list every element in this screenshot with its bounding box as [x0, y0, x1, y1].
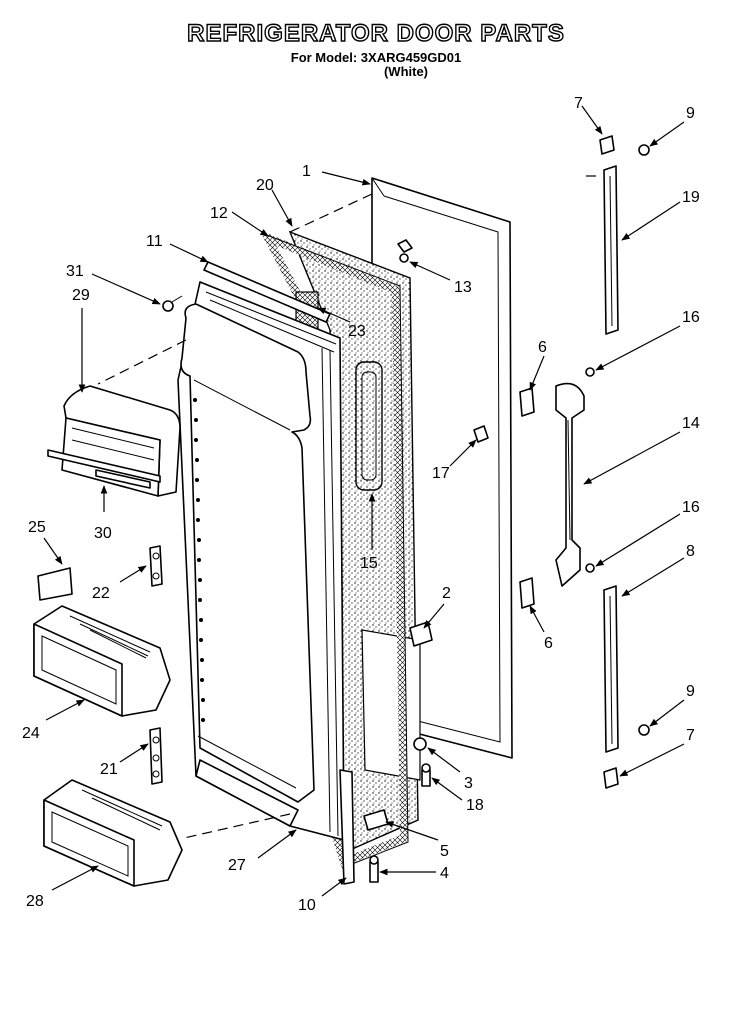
callout-7-top: 7	[574, 95, 583, 112]
callout-7-bottom: 7	[686, 727, 695, 744]
callout-31: 31	[66, 263, 84, 280]
callout-16-top: 16	[682, 309, 700, 326]
color-line: (White)	[383, 64, 429, 79]
callout-23: 23	[348, 323, 366, 340]
callout-27: 27	[228, 857, 246, 874]
callout-6-bottom: 6	[544, 635, 553, 652]
handle-recess	[355, 361, 383, 491]
callout-19: 19	[682, 189, 700, 206]
callout-16-bottom: 16	[682, 499, 700, 516]
handle-trim-top	[599, 135, 650, 335]
door-handle	[519, 367, 595, 609]
leader-lines	[43, 105, 685, 897]
callout-6-top: 6	[538, 339, 547, 356]
callout-1: 1	[302, 163, 311, 180]
callout-20: 20	[256, 177, 274, 194]
upper-door-bin	[33, 605, 171, 717]
callout-22: 22	[92, 585, 110, 602]
screw-31	[162, 295, 183, 312]
callout-9-bottom: 9	[686, 683, 695, 700]
bin-clip	[37, 567, 73, 601]
callout-29: 29	[72, 287, 90, 304]
lower-door-bin	[43, 779, 183, 887]
callout-14: 14	[682, 415, 700, 432]
callout-12: 12	[210, 205, 228, 222]
side-trim-strip	[339, 769, 355, 885]
shelf-brackets	[149, 545, 163, 785]
callout-11: 11	[146, 233, 163, 250]
top-trim-strip	[203, 261, 331, 323]
model-line: For Model: 3XARG459GD01	[290, 50, 462, 65]
callout-30: 30	[94, 525, 112, 542]
callout-9-top: 9	[686, 105, 695, 122]
callout-17: 17	[432, 465, 450, 482]
callout-25: 25	[28, 519, 46, 536]
callout-8: 8	[686, 543, 695, 560]
callout-28: 28	[26, 893, 44, 910]
callout-13: 13	[454, 279, 472, 296]
callout-18: 18	[466, 797, 484, 814]
callout-3: 3	[464, 775, 473, 792]
page-title: REFRIGERATOR DOOR PARTS	[186, 19, 565, 47]
alignment-lines	[97, 175, 600, 839]
callout-24: 24	[22, 725, 40, 742]
door-fasteners	[363, 239, 489, 883]
callout-21: 21	[100, 761, 118, 778]
dairy-compartment	[47, 385, 181, 497]
callout-4: 4	[440, 865, 449, 882]
callout-15: 15	[360, 555, 378, 572]
callout-labels: 1 20 12 11 31 29 13 23 15 17 2 3 18 5 4 …	[22, 95, 700, 914]
callout-10: 10	[298, 897, 316, 914]
inner-door-liner	[177, 281, 345, 841]
callout-2: 2	[442, 585, 451, 602]
callout-5: 5	[440, 843, 449, 860]
handle-trim-bottom	[603, 585, 650, 789]
